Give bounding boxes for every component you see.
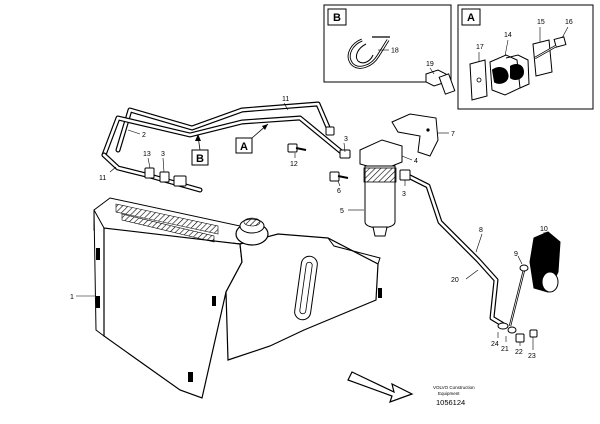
callout-17: 17 <box>476 44 484 51</box>
fuel-tank: 1 <box>70 197 382 399</box>
line-fittings <box>144 126 411 187</box>
callout-20: 20 <box>451 277 459 284</box>
callout-22: 22 <box>515 349 523 356</box>
callout-12: 12 <box>290 161 298 168</box>
callout-8: 8 <box>479 227 483 234</box>
forward-direction-arrow <box>347 371 414 403</box>
detail-box-b: B 18 <box>323 4 452 83</box>
footer-line-1: VOLVO Construction <box>433 385 475 390</box>
detail-box-a-label: A <box>467 12 475 24</box>
callout-3-left: 3 <box>161 151 165 158</box>
callout-7: 7 <box>451 131 455 138</box>
fuel-line-to-sensor <box>405 173 505 327</box>
sensor-fasteners <box>497 322 538 343</box>
callout-5: 5 <box>340 208 344 215</box>
fuel-line-upper <box>101 101 348 193</box>
callout-18: 18 <box>391 48 399 55</box>
filter-bracket: 7 <box>391 113 455 157</box>
level-sensor: 10 9 <box>508 226 561 327</box>
callout-19: 19 <box>426 61 434 68</box>
svg-text:A: A <box>240 141 248 153</box>
callout-21: 21 <box>501 346 509 353</box>
callout-6: 6 <box>337 188 341 195</box>
callout-3-right: 3 <box>402 191 406 198</box>
callout-24: 24 <box>491 341 499 348</box>
callout-9: 9 <box>514 251 518 258</box>
detail-box-a: A 17 14 15 16 <box>457 4 594 110</box>
fuel-filter: 4 5 <box>340 139 418 237</box>
callout-15: 15 <box>537 19 545 26</box>
svg-text:B: B <box>196 153 204 165</box>
callout-1: 1 <box>70 294 74 301</box>
callout-13: 13 <box>143 151 151 158</box>
callout-4: 4 <box>414 158 418 165</box>
detail-box-b-label: B <box>333 12 341 24</box>
view-marker-a: A <box>235 123 269 154</box>
callout-14: 14 <box>504 32 512 39</box>
footer-line-2: Equipment <box>438 391 460 396</box>
callout-2: 2 <box>142 132 146 139</box>
view-marker-b: B <box>191 134 209 166</box>
callout-3-top: 3 <box>344 136 348 143</box>
callout-11-left: 11 <box>99 175 106 182</box>
hose-clamp <box>347 36 390 69</box>
callout-16: 16 <box>565 19 573 26</box>
drawing-number: 1056124 <box>436 398 465 407</box>
drawing-footer: VOLVO Construction Equipment 1056124 <box>433 385 475 407</box>
callout-23: 23 <box>528 353 536 360</box>
small-fittings <box>287 143 349 182</box>
callout-11-top: 11 <box>282 96 289 103</box>
bolt-19: 19 <box>425 61 456 95</box>
callout-10: 10 <box>540 226 548 233</box>
